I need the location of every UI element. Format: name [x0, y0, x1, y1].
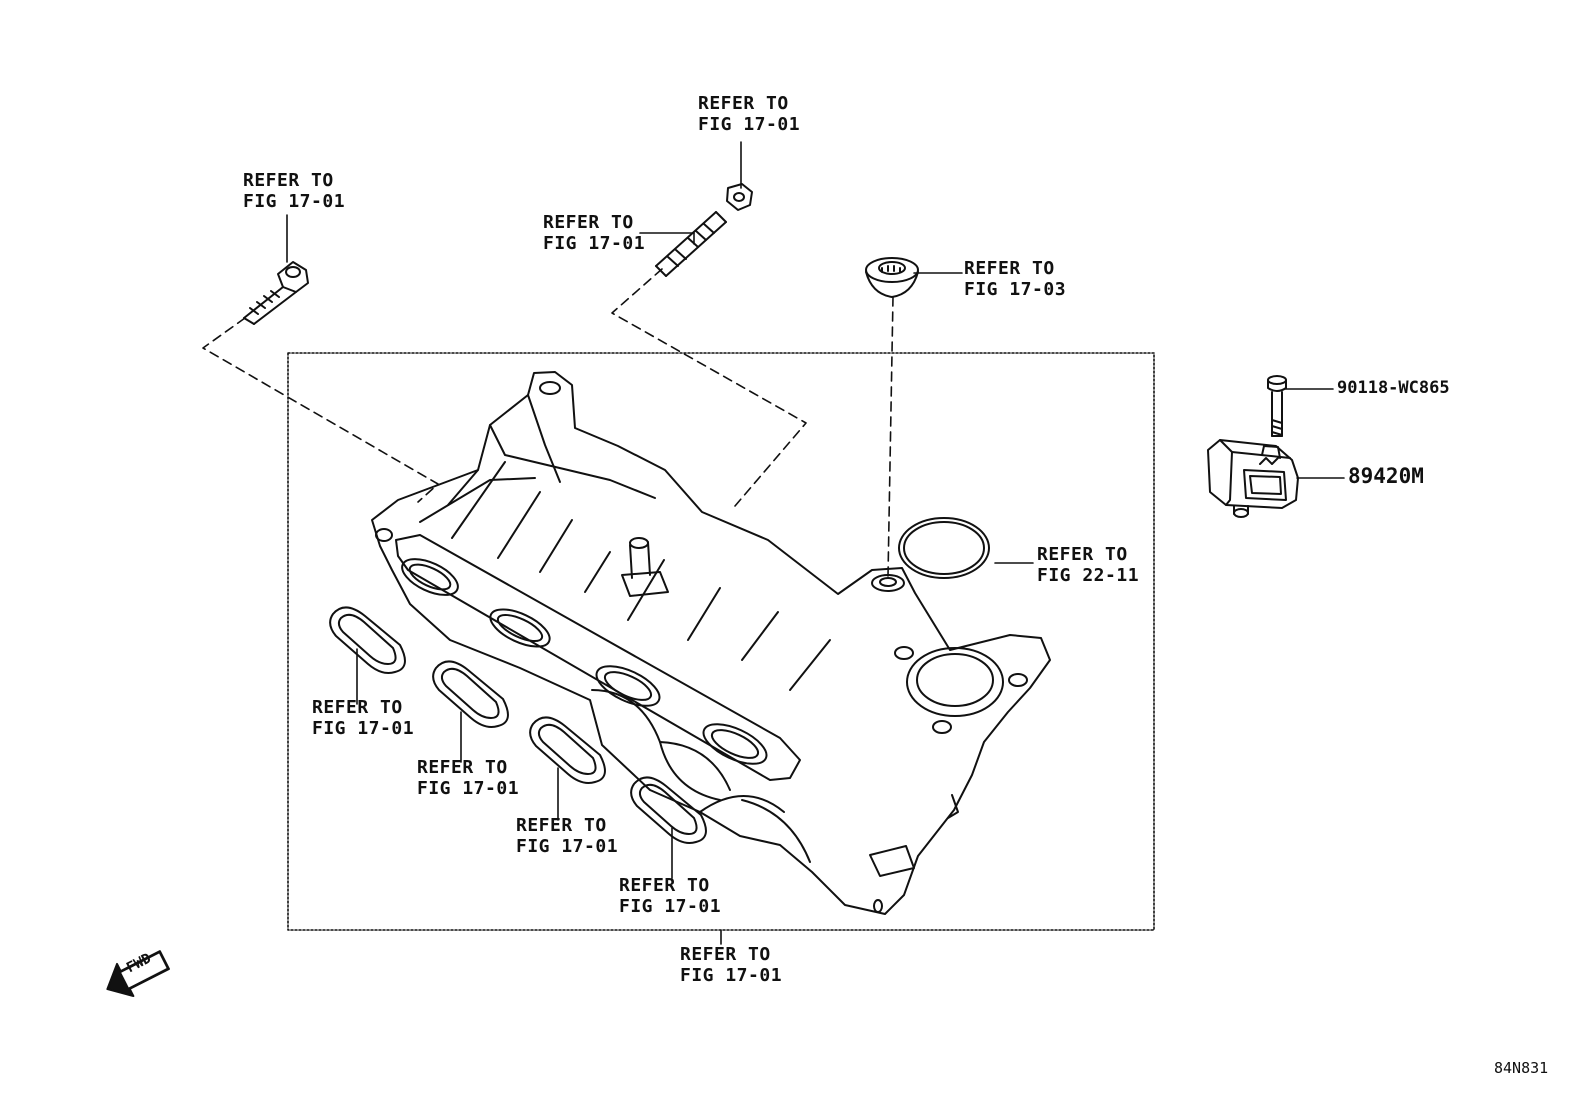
ref-line: FIG 17-01	[312, 718, 415, 739]
ref-line: REFER TO	[543, 212, 634, 233]
ref-line: FIG 22-11	[1037, 565, 1140, 586]
ref-line: REFER TO	[698, 93, 789, 114]
ref-line: FIG 17-01	[680, 965, 783, 986]
ref-line: FIG 17-01	[619, 896, 722, 917]
ref-line: REFER TO	[619, 875, 710, 896]
ref-label-manifold: REFER TO FIG 17-01	[680, 944, 782, 986]
ref-line: REFER TO	[1037, 544, 1128, 565]
sensor-bolt	[1267, 375, 1287, 437]
ref-line: REFER TO	[243, 170, 334, 191]
part-number-sensor[interactable]: 89420M	[1348, 464, 1424, 488]
ref-label-stud: REFER TO FIG 17-01	[543, 212, 645, 254]
dashed-leaders	[202, 268, 894, 577]
grommet	[865, 257, 919, 298]
ref-label-gasket-3: REFER TO FIG 17-01	[516, 815, 618, 857]
ref-line: REFER TO	[516, 815, 607, 836]
part-number-sensor-bolt[interactable]: 90118-WC865	[1337, 378, 1450, 398]
flange-bolt-left	[243, 261, 309, 325]
nut	[726, 183, 753, 211]
ref-label-gasket-4: REFER TO FIG 17-01	[619, 875, 721, 917]
ref-line: FIG 17-01	[417, 778, 520, 799]
ref-label-gasket-2: REFER TO FIG 17-01	[417, 757, 519, 799]
ref-line: FIG 17-01	[543, 233, 646, 254]
ref-label-bolt-left: REFER TO FIG 17-01	[243, 170, 345, 212]
solid-leaders	[286, 141, 1345, 945]
ref-line: REFER TO	[680, 944, 771, 965]
illustration-code: 84N831	[1494, 1059, 1549, 1077]
o-ring	[898, 517, 990, 579]
ref-line: REFER TO	[964, 258, 1055, 279]
ref-label-nut-top: REFER TO FIG 17-01	[698, 93, 800, 135]
ref-line: FIG 17-01	[243, 191, 346, 212]
intake-manifold	[371, 371, 1051, 915]
ref-line: REFER TO	[417, 757, 508, 778]
ref-label-grommet: REFER TO FIG 17-03	[964, 258, 1066, 300]
assembly-frame	[287, 352, 1155, 931]
map-sensor	[1207, 439, 1299, 518]
ref-label-gasket-1: REFER TO FIG 17-01	[312, 697, 414, 739]
intake-gaskets	[329, 606, 707, 844]
ref-label-oring: REFER TO FIG 22-11	[1037, 544, 1139, 586]
ref-line: FIG 17-03	[964, 279, 1067, 300]
ref-line: REFER TO	[312, 697, 403, 718]
ref-line: FIG 17-01	[516, 836, 619, 857]
fwd-arrow-icon	[106, 950, 170, 998]
stud	[655, 211, 727, 277]
ref-line: FIG 17-01	[698, 114, 801, 135]
